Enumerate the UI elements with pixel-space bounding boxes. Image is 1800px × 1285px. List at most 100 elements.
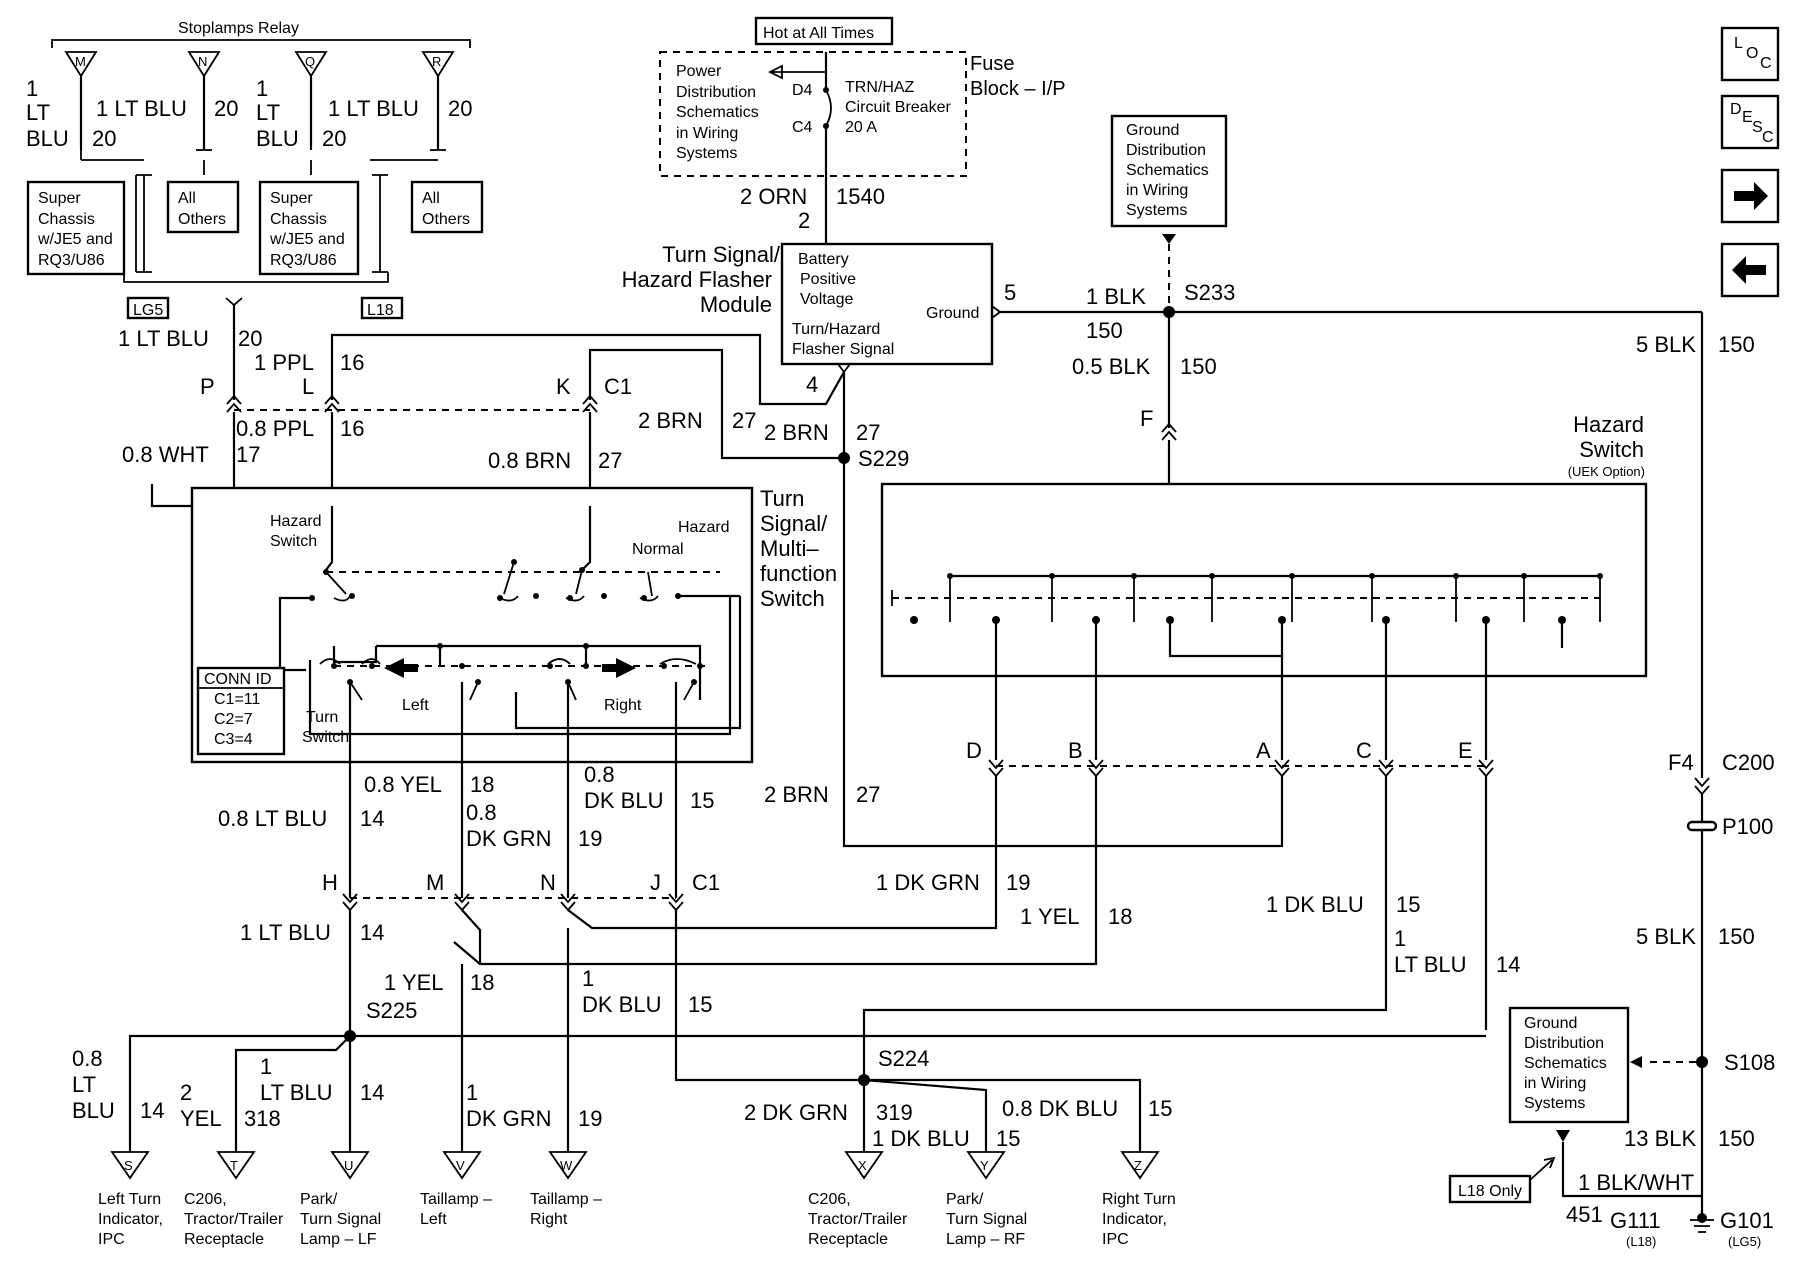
svg-text:Switch: Switch	[302, 729, 349, 746]
terminal-w: W Taillamp – Right	[530, 1151, 602, 1228]
svg-text:Right Turn: Right Turn	[1102, 1191, 1176, 1208]
svg-text:150: 150	[1718, 332, 1755, 357]
svg-text:15: 15	[1396, 892, 1420, 917]
flasher-module: Turn Signal/ Hazard Flasher Module Batte…	[330, 242, 1702, 458]
svg-text:1 LT BLU: 1 LT BLU	[240, 920, 331, 945]
svg-text:2 BRN: 2 BRN	[638, 408, 703, 433]
loc-button[interactable]: L O C	[1720, 26, 1780, 82]
svg-text:S: S	[1752, 119, 1763, 136]
svg-text:Battery: Battery	[798, 251, 849, 268]
svg-text:J: J	[650, 870, 661, 895]
conn-id-box	[196, 666, 286, 756]
flasher-pin-4: 4	[806, 372, 818, 397]
svg-text:CONN ID: CONN ID	[204, 671, 272, 688]
svg-text:G101: G101	[1720, 1208, 1774, 1233]
terminal-x: X C206, Tractor/Trailer Receptacle	[808, 1151, 908, 1248]
desc-button[interactable]: D E S C	[1720, 94, 1780, 150]
svg-text:5 BLK: 5 BLK	[1636, 924, 1696, 949]
svg-text:Super: Super	[270, 190, 313, 207]
svg-text:Ground: Ground	[1126, 122, 1179, 139]
circuit-breaker	[825, 89, 832, 127]
svg-text:Left: Left	[420, 1211, 447, 1228]
svg-text:0.8 PPL: 0.8 PPL	[236, 416, 314, 441]
svg-text:C2=7: C2=7	[214, 711, 253, 728]
terminals: S Left Turn Indicator, IPC T C206, Tract…	[98, 1151, 1176, 1248]
svg-text:2 DK GRN: 2 DK GRN	[744, 1100, 848, 1125]
wire-m-size: 1	[26, 76, 38, 101]
fuse-block-outline	[659, 51, 967, 177]
svg-text:in Wiring: in Wiring	[676, 125, 738, 142]
svg-text:17: 17	[236, 442, 260, 467]
svg-text:All: All	[422, 190, 440, 207]
svg-text:G111: G111	[1610, 1208, 1661, 1233]
svg-text:1 DK GRN: 1 DK GRN	[876, 870, 980, 895]
terminal-v: V Taillamp – Left	[420, 1151, 492, 1228]
ground-ref-top: Ground Distribution Schematics in Wiring…	[1072, 114, 1630, 650]
svg-text:L18 Only: L18 Only	[1458, 1183, 1522, 1200]
svg-text:C206,: C206,	[808, 1191, 851, 1208]
svg-text:(L18): (L18)	[1626, 1234, 1656, 1249]
svg-text:14: 14	[1496, 952, 1520, 977]
svg-text:Normal: Normal	[632, 541, 684, 558]
svg-text:1 YEL: 1 YEL	[1020, 904, 1080, 929]
ground-ref-bottom-box	[1508, 1006, 1630, 1124]
arrow-right-icon	[1734, 182, 1768, 210]
svg-text:Tractor/Trailer: Tractor/Trailer	[184, 1211, 284, 1228]
svg-text:Turn: Turn	[306, 709, 338, 726]
svg-text:TRN/HAZ: TRN/HAZ	[845, 79, 915, 96]
option-box-all1	[166, 180, 240, 234]
svg-text:RQ3/U86: RQ3/U86	[38, 252, 105, 269]
svg-text:15: 15	[1148, 1096, 1172, 1121]
arrow-left-icon	[1732, 256, 1766, 284]
svg-text:451: 451	[1566, 1202, 1603, 1227]
svg-text:D4: D4	[792, 82, 813, 99]
fuse-block-title2: Block – I/P	[970, 78, 1066, 100]
svg-text:N: N	[540, 870, 556, 895]
svg-text:Receptacle: Receptacle	[808, 1231, 888, 1248]
svg-text:RQ3/U86: RQ3/U86	[270, 252, 337, 269]
svg-text:D: D	[1730, 101, 1742, 118]
wire-q-color1: LT	[256, 100, 280, 125]
svg-text:319: 319	[876, 1100, 913, 1125]
svg-text:in Wiring: in Wiring	[1126, 182, 1188, 199]
wire-orn-circuit: 1540	[836, 184, 885, 209]
svg-text:27: 27	[732, 408, 756, 433]
wire-m-circuit: 20	[92, 126, 116, 151]
tag-l18	[360, 296, 404, 320]
svg-text:2 BRN: 2 BRN	[764, 420, 829, 445]
svg-text:1: 1	[466, 1080, 478, 1105]
svg-text:Lamp – LF: Lamp – LF	[300, 1231, 377, 1248]
svg-text:S: S	[124, 1158, 133, 1173]
flasher-pin-2: 2	[798, 208, 810, 233]
wire-m-color2: BLU	[26, 126, 69, 151]
prev-page-button[interactable]: ←	[1720, 242, 1780, 298]
fuse-block-title1: Fuse	[970, 53, 1014, 75]
hazard-switch-box	[880, 482, 1648, 678]
terminal-z: Z Right Turn Indicator, IPC	[1102, 1151, 1176, 1248]
svg-text:Schematics: Schematics	[1524, 1055, 1607, 1072]
option-box-super2	[258, 180, 360, 276]
svg-text:0.8 BRN: 0.8 BRN	[488, 448, 571, 473]
svg-text:Flasher Signal: Flasher Signal	[792, 341, 894, 358]
svg-text:Circuit Breaker: Circuit Breaker	[845, 99, 951, 116]
relay-pin-q: Q	[294, 51, 328, 150]
svg-text:IPC: IPC	[98, 1231, 125, 1248]
svg-text:1 BLK: 1 BLK	[1086, 284, 1146, 309]
svg-text:Others: Others	[422, 211, 470, 228]
svg-text:Turn Signal: Turn Signal	[300, 1211, 381, 1228]
hot-at-all-times-box	[754, 16, 894, 46]
svg-text:C1=11: C1=11	[214, 691, 261, 708]
svg-text:Receptacle: Receptacle	[184, 1231, 264, 1248]
svg-text:15: 15	[690, 788, 714, 813]
svg-text:0.8: 0.8	[466, 800, 497, 825]
svg-text:F: F	[1140, 406, 1153, 431]
relay-bracket	[51, 39, 471, 48]
svg-text:C: C	[1762, 129, 1774, 146]
svg-text:U: U	[344, 1158, 353, 1173]
next-page-button[interactable]: →	[1720, 168, 1780, 224]
svg-text:Y: Y	[980, 1158, 989, 1173]
fuse-block: Hot at All Times Fuse Block – I/P Power …	[659, 16, 1066, 244]
svg-text:Q: Q	[305, 54, 315, 69]
hazard-switch: Hazard Switch (UEK Option)	[453, 412, 1648, 1080]
svg-text:Systems: Systems	[1524, 1095, 1585, 1112]
